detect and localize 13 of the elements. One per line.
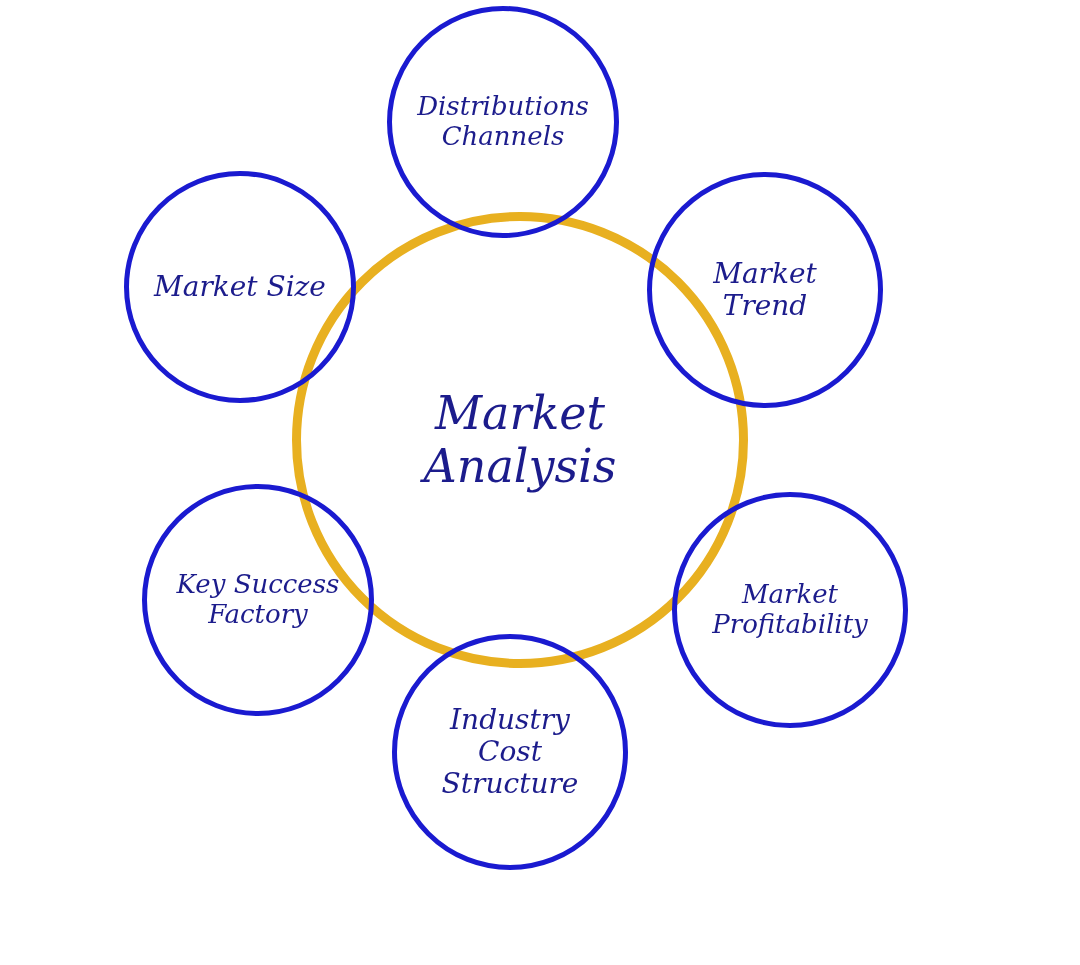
node-label: Market Trend <box>712 257 818 323</box>
circle-node <box>124 171 356 403</box>
node-label: Market Size <box>152 270 327 304</box>
circle-node <box>647 172 883 408</box>
node-label: Key Success Factory <box>175 570 341 630</box>
node-label: Market Analysis <box>370 387 670 493</box>
node-label: Market Profitability <box>711 580 869 640</box>
circle-node <box>672 492 908 728</box>
circle-node <box>142 484 374 716</box>
circle-node <box>387 6 619 238</box>
node-label: Industry Cost Structure <box>440 703 580 801</box>
node-label: Distributions Channels <box>416 92 590 152</box>
circle-node <box>392 634 628 870</box>
